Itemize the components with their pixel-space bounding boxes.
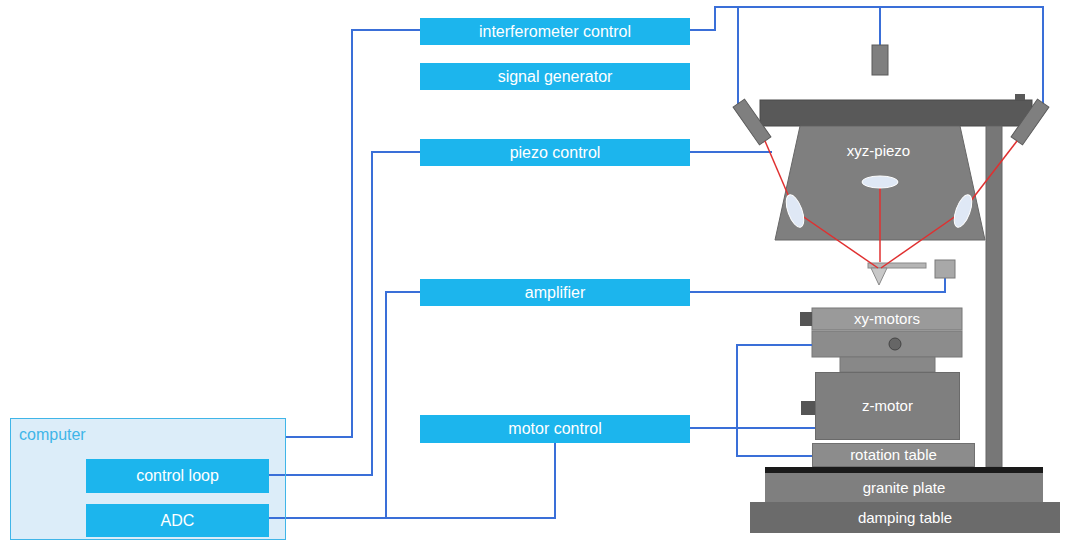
control-box: piezo control	[420, 139, 690, 166]
damping-table-block: damping table	[750, 502, 1060, 533]
computer-box: computer control loopADC	[10, 418, 286, 540]
signal-wire	[269, 152, 420, 475]
cantilever-tip	[871, 268, 887, 285]
xy-motor-stage: xy-motors	[812, 308, 962, 357]
piezo-figure	[765, 126, 1017, 268]
top-bar	[760, 100, 1032, 126]
control-box: interferometer control	[420, 18, 690, 45]
node-label: motor control	[508, 419, 601, 438]
laser-beam	[881, 211, 963, 268]
control-box: control loop	[86, 459, 269, 493]
signal-wire	[690, 345, 812, 428]
granite-plate-block: granite plate	[765, 473, 1043, 502]
stage-spacer	[840, 357, 935, 372]
node-label: xyz-piezo	[847, 142, 910, 160]
top-bar-tab	[1015, 94, 1025, 100]
z-motor-block: z-motor	[815, 372, 960, 440]
interferometer-sensor	[1011, 99, 1049, 145]
control-box: signal generator	[420, 63, 690, 90]
node-label: damping table	[858, 509, 952, 527]
interferometer-wire	[690, 7, 1043, 104]
node-label: granite plate	[863, 479, 946, 497]
computer-fill	[10, 418, 286, 540]
laser-beam	[879, 188, 881, 262]
control-box: motor control	[420, 415, 690, 443]
node-label: piezo control	[510, 143, 601, 162]
node-label: xy-motors	[854, 310, 920, 328]
photodetector	[935, 260, 955, 278]
piezo-scanner: xyz-piezo	[772, 126, 985, 240]
rotation-table-block: rotation table	[812, 443, 975, 467]
node-label: amplifier	[525, 283, 585, 302]
node-label: signal generator	[498, 67, 613, 86]
signal-wire	[690, 428, 812, 456]
interferometer-sensor	[872, 45, 888, 75]
motor-knob	[800, 312, 812, 326]
laser-beam	[795, 211, 878, 268]
mirror	[951, 193, 976, 230]
control-box: ADC	[86, 504, 269, 537]
signal-wire	[286, 30, 420, 437]
node-label: z-motor	[862, 397, 913, 415]
node-label: computer	[19, 425, 86, 444]
signal-wire	[269, 292, 420, 518]
amplifier-wire	[690, 278, 945, 292]
signal-wire	[690, 151, 772, 153]
node-label: ADC	[161, 511, 195, 530]
control-box: amplifier	[420, 279, 690, 306]
node-label: rotation table	[850, 446, 937, 464]
mirror	[862, 176, 898, 188]
xy-stage-plate	[812, 308, 962, 330]
node-label: control loop	[136, 466, 219, 485]
mirror	[783, 193, 808, 230]
signal-wire	[269, 443, 555, 518]
motor-knob	[801, 401, 815, 415]
motor-knob	[889, 338, 901, 350]
xy-stage-plate	[812, 331, 962, 357]
node-label: interferometer control	[479, 22, 631, 41]
interferometer-wire	[737, 7, 739, 104]
interferometer-sensor	[733, 99, 771, 145]
interferometer-wire	[879, 7, 881, 45]
